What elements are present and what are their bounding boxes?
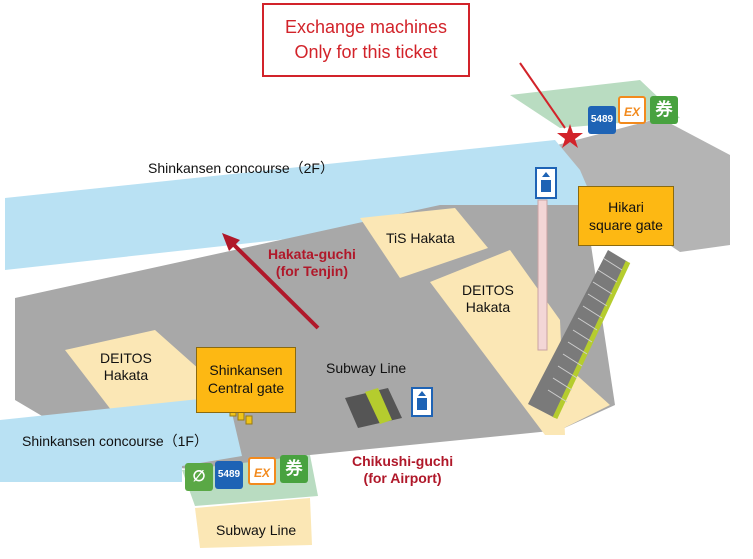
escalator-steps xyxy=(547,257,623,403)
tis-hakata-area xyxy=(360,208,488,278)
ex-icon-upper: EX xyxy=(618,96,646,124)
exchange-callout: Exchange machines Only for this ticket xyxy=(262,3,470,77)
deitos-left-area xyxy=(65,330,205,415)
hakata-guchi-line2: (for Tenjin) xyxy=(275,263,348,279)
ticket-icon-lower: 券 xyxy=(280,455,308,483)
ken-label-lower: 券 xyxy=(285,459,303,478)
hakata-guchi-label: Hakata-guchi (for Tenjin) xyxy=(268,246,356,280)
ex-icon-lower: EX xyxy=(248,457,276,485)
escalator-rail xyxy=(552,260,631,420)
ken-label-upper: 券 xyxy=(655,100,673,119)
5489-label-upper: 5489 xyxy=(590,114,614,125)
hikari-gate-line2: square gate xyxy=(589,217,663,233)
callout-pointer xyxy=(519,62,566,129)
elevator-shaft xyxy=(537,199,548,351)
concourse-2f-area xyxy=(5,140,595,270)
deitos-right-line2: Hakata xyxy=(465,299,511,315)
deitos-left-line2: Hakata xyxy=(103,367,149,383)
subway-line-upper-label: Subway Line xyxy=(326,360,407,376)
5489-label-lower: 5489 xyxy=(217,469,241,480)
central-gate-line1: Shinkansen xyxy=(209,362,283,378)
star-icon xyxy=(557,124,583,148)
chikushi-guchi-label: Chikushi-guchi (for Airport) xyxy=(352,453,453,487)
chikushi-guchi-line2: (for Airport) xyxy=(363,470,442,486)
concourse-1f-label: Shinkansen concourse（1F） xyxy=(22,433,208,449)
deitos-left-line1: DEITOS xyxy=(100,350,152,366)
shinkansen-central-gate: Shinkansen Central gate xyxy=(196,347,296,413)
ex-label-upper: EX xyxy=(623,105,640,119)
tis-hakata-label: TiS Hakata xyxy=(386,230,455,246)
green-window-icon: ∅ xyxy=(185,463,213,491)
5489-icon-lower: 5489 xyxy=(215,461,243,489)
subway-line-lower-label: Subway Line xyxy=(216,522,297,538)
concourse-2f-label: Shinkansen concourse（2F） xyxy=(148,160,334,176)
callout-line1: Exchange machines xyxy=(284,17,448,37)
deitos-left-label: DEITOS Hakata xyxy=(100,350,152,384)
elevator-icon-upper xyxy=(535,167,557,199)
subway-stairs-rail xyxy=(365,388,392,424)
deitos-right-label: DEITOS Hakata xyxy=(462,282,514,316)
hikari-gate-line1: Hikari xyxy=(608,199,644,215)
chikushi-guchi-line1: Chikushi-guchi xyxy=(352,453,454,469)
elevator-icon-lower xyxy=(411,387,433,417)
concourse-1f-area xyxy=(0,396,242,482)
hakata-guchi-line1: Hakata-guchi xyxy=(268,246,356,262)
central-gate-line2: Central gate xyxy=(207,380,285,396)
lower-subway-area xyxy=(195,498,312,548)
ticket-icon-upper: 券 xyxy=(650,96,678,124)
deitos-right-area xyxy=(430,250,565,435)
hakata-exit-arrow xyxy=(230,241,320,330)
5489-icon-upper: 5489 xyxy=(588,106,616,134)
hakata-exit-arrowhead xyxy=(222,233,240,251)
hikari-square-gate: Hikari square gate xyxy=(578,186,674,246)
callout-line2: Only for this ticket xyxy=(294,42,438,62)
ex-label-lower: EX xyxy=(253,466,270,480)
escalator-main xyxy=(528,250,628,418)
deitos-right-line1: DEITOS xyxy=(462,282,514,298)
